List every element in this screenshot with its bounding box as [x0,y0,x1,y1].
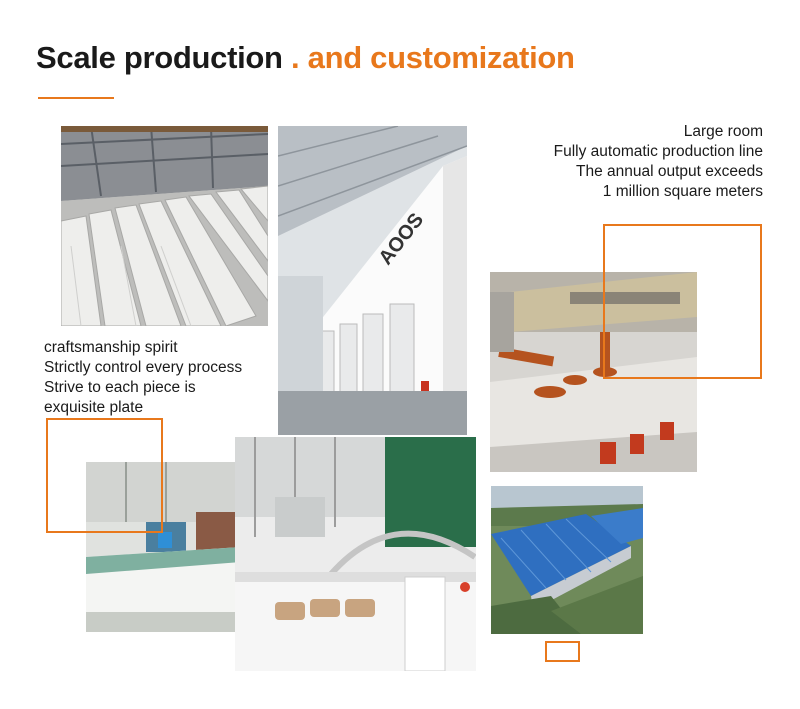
caption-line: craftsmanship spirit [44,339,178,356]
warehouse-slabs-photo [61,126,268,326]
caption-line: Fully automatic production line [553,143,763,160]
caption-line: Strive to each piece is [44,379,196,396]
caption-craftsmanship: craftsmanship spirit Strictly control ev… [44,338,242,418]
caption-large-room: Large room Fully automatic production li… [554,122,763,202]
caption-line: The annual output exceeds [576,163,763,180]
caption-line: exquisite plate [44,399,144,416]
caption-line: Strictly control every process [44,359,243,376]
title-main: Scale production [36,40,283,75]
polishing-line-photo [86,462,241,632]
caption-line: 1 million square meters [602,183,763,200]
machinery-closeup-photo [235,437,476,671]
accent-frame-left [46,418,163,533]
factory-aerial-photo [491,486,643,634]
accent-frame-right [603,224,762,379]
accent-frame-small [545,641,580,662]
title-underline [38,97,114,99]
page-title: Scale production . and customization [36,40,575,76]
title-accent: . and customization [282,40,575,75]
caption-line: Large room [683,123,763,140]
robotic-line-photo [490,272,697,472]
factory-hall-photo: AOOS [278,126,467,435]
